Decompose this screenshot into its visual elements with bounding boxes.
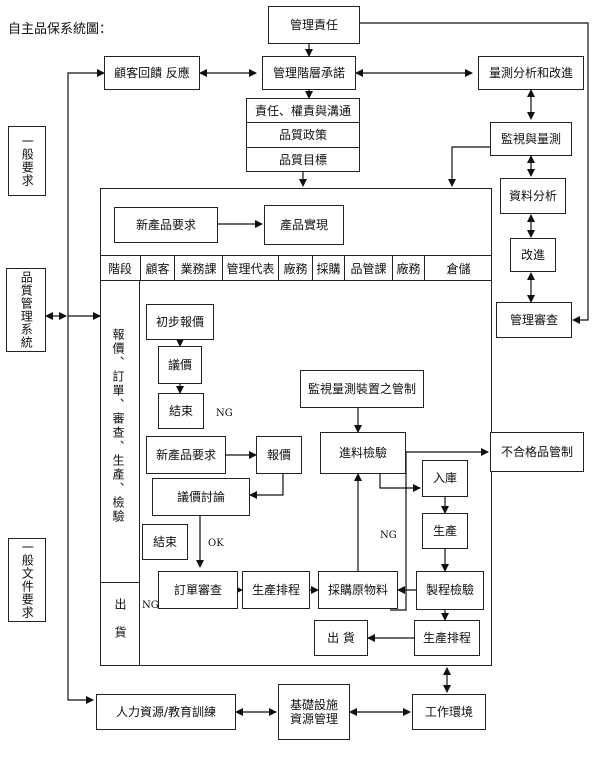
node-general-req: 一般要求 bbox=[8, 126, 46, 196]
node-improvement: 改進 bbox=[510, 238, 556, 272]
phase-side-label: 報價、訂單、審查、生產、檢驗 bbox=[111, 328, 125, 524]
node-work-environment: 工作環境 bbox=[412, 694, 486, 730]
label-ok: OK bbox=[208, 538, 224, 549]
node-mgmt-review: 管理審查 bbox=[496, 302, 572, 338]
node-prelim-quote: 初步報價 bbox=[146, 304, 214, 340]
node-shipment: 出 貨 bbox=[314, 620, 368, 656]
node-incoming-inspection: 進料檢驗 bbox=[320, 432, 406, 474]
phase-header-cell: 管理代表 bbox=[222, 256, 278, 280]
label-ng-1: NG bbox=[216, 408, 233, 419]
phase-side-divider bbox=[100, 582, 140, 583]
phase-header-cell: 品管課 bbox=[344, 256, 392, 280]
node-mgmt-commitment: 管理階層承諾 bbox=[262, 56, 356, 90]
node-purchase-material: 採購原物料 bbox=[318, 571, 398, 609]
phase-side-column bbox=[100, 281, 140, 666]
node-general-doc-req: 一般文件要求 bbox=[8, 538, 46, 622]
node-measure-analysis-improve: 量測分析和改進 bbox=[478, 56, 584, 90]
node-negotiate: 議價 bbox=[158, 346, 202, 384]
node-order-review: 訂單審查 bbox=[158, 571, 238, 609]
node-quotation: 報價 bbox=[256, 436, 302, 474]
label-ng-2: NG bbox=[142, 600, 159, 611]
phase-header-cell: 倉儲 bbox=[424, 256, 492, 280]
node-nonconforming-ctrl: 不合格品管制 bbox=[490, 432, 584, 472]
node-production: 生產 bbox=[422, 513, 468, 549]
node-close1: 結束 bbox=[158, 393, 204, 429]
node-product-realization: 產品實現 bbox=[264, 205, 344, 245]
node-human-resources: 人力資源/教育訓練 bbox=[96, 694, 236, 730]
diagram-title: 自主品保系統圖： bbox=[8, 22, 113, 37]
node-production-schedule: 生產排程 bbox=[242, 571, 310, 609]
node-customer-feedback: 顧客回饋 反應 bbox=[104, 56, 200, 90]
policy-stack: 責任、權責與溝通 品質政策 品質目標 bbox=[246, 98, 360, 172]
node-warehousing: 入庫 bbox=[422, 460, 468, 497]
process-frame bbox=[100, 188, 492, 666]
node-qms: 品質管理系統 bbox=[6, 268, 46, 352]
node-new-product-req-top: 新產品要求 bbox=[114, 207, 218, 243]
node-process-inspection: 製程檢驗 bbox=[416, 571, 484, 610]
phase-header-cell: 顧客 bbox=[140, 256, 174, 280]
phase-header-cell: 業務課 bbox=[174, 256, 222, 280]
node-production-schedule2: 生產排程 bbox=[414, 620, 480, 656]
node-quality-policy: 品質政策 bbox=[247, 122, 359, 146]
node-monitor-device-ctrl: 監視量測裝置之管制 bbox=[300, 370, 424, 408]
node-resp-auth-comm: 責任、權責與溝通 bbox=[254, 104, 351, 119]
phase-ship-label: 出 貨 bbox=[113, 598, 127, 644]
node-new-product-req: 新產品要求 bbox=[146, 436, 226, 474]
node-close2: 結束 bbox=[142, 524, 188, 560]
label-ng-3: NG bbox=[380, 530, 397, 541]
phase-header-cell: 廠務 bbox=[278, 256, 312, 280]
node-monitor-measure: 監視與量測 bbox=[490, 122, 572, 156]
phase-header: 階段 顧客 業務課 管理代表 廠務 採購 品管課 廠務 倉儲 bbox=[100, 255, 492, 281]
node-quality-objective: 品質目標 bbox=[247, 146, 359, 171]
node-quote-discussion: 議價討論 bbox=[152, 478, 250, 516]
phase-header-cell: 階段 bbox=[107, 261, 132, 276]
node-mgmt-responsibility: 管理責任 bbox=[268, 6, 360, 44]
node-data-analysis: 資料分析 bbox=[500, 178, 566, 214]
node-infrastructure: 基礎設施 資源管理 bbox=[278, 684, 350, 740]
phase-header-cell: 採購 bbox=[312, 256, 344, 280]
phase-header-cell: 廠務 bbox=[392, 256, 424, 280]
